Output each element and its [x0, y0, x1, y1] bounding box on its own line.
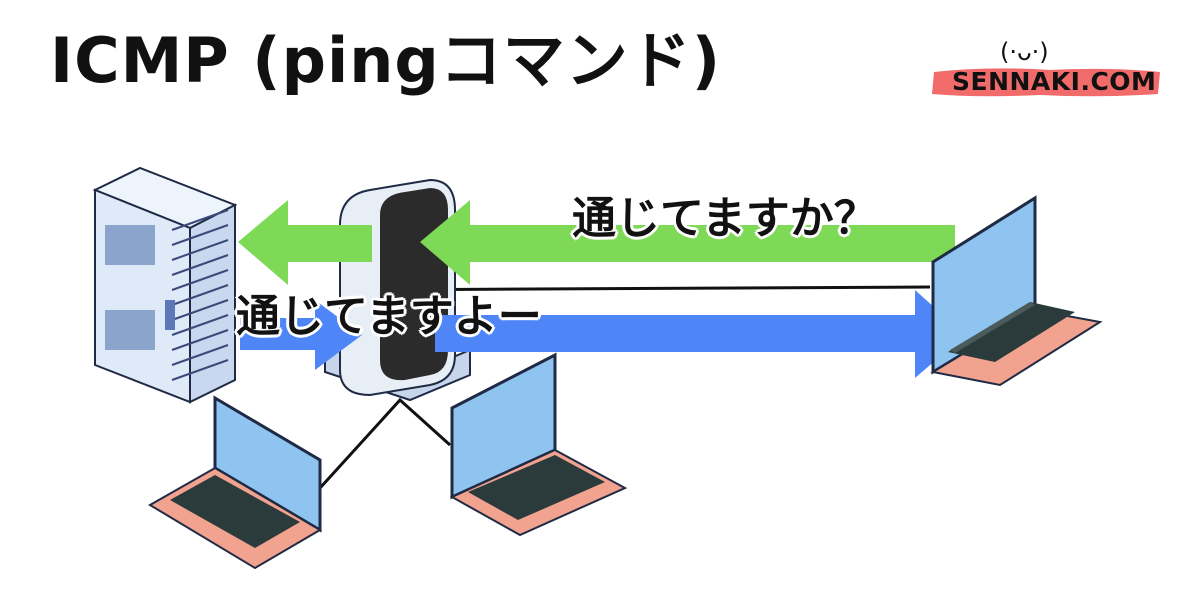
request-message: 通じてますか？	[572, 193, 878, 244]
laptop-bottom-left-icon	[148, 395, 322, 570]
laptop-right-icon	[930, 195, 1103, 387]
server-rack-icon	[92, 166, 238, 404]
logo-text: SENNAKI.COM	[952, 67, 1157, 96]
reply-arrow	[240, 290, 965, 378]
page-title: ICMP (pingコマンド)	[50, 24, 722, 97]
site-logo[interactable]: (·ᴗ·) SENNAKI.COM	[930, 38, 1162, 108]
request-arrow	[238, 200, 955, 285]
laptop-bottom-middle-icon	[449, 352, 628, 537]
logo-face: (·ᴗ·)	[1000, 38, 1049, 66]
logo-brush-band	[932, 68, 1160, 97]
reply-message: 通じてますよー	[236, 291, 542, 342]
